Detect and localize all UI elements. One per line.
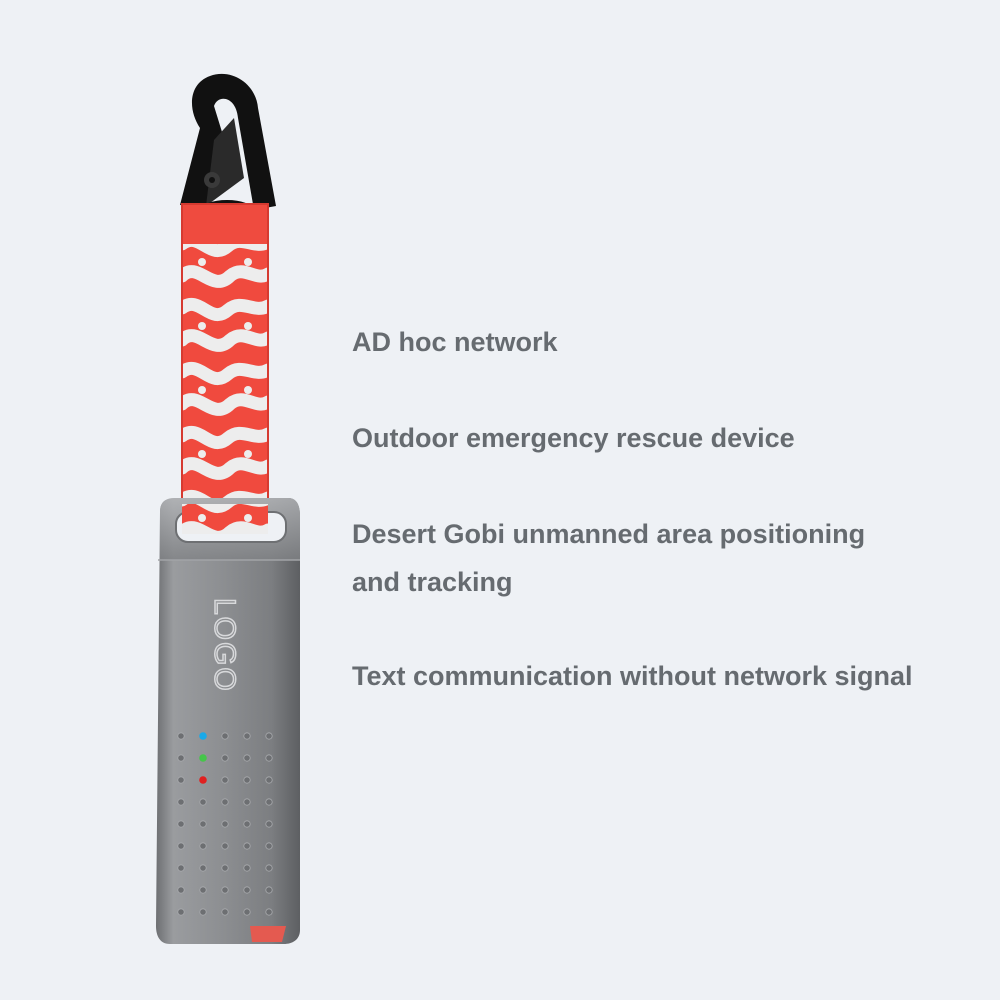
feature-item-ad-hoc-network: AD hoc network (352, 327, 558, 357)
device-logo: LOGO (208, 598, 241, 693)
feature-item-positioning-tracking: Desert Gobi unmanned area positioning an… (352, 519, 866, 597)
lanyard-strap (181, 203, 269, 535)
led-green (199, 754, 207, 762)
feature-item-text-communication: Text communication without network signa… (352, 661, 913, 691)
snap-hook (180, 73, 276, 216)
device-body (156, 498, 300, 944)
speaker-dot-grid (177, 732, 273, 916)
led-blue (199, 732, 207, 740)
feature-item-emergency-rescue: Outdoor emergency rescue device (352, 423, 795, 453)
led-red (199, 776, 207, 784)
